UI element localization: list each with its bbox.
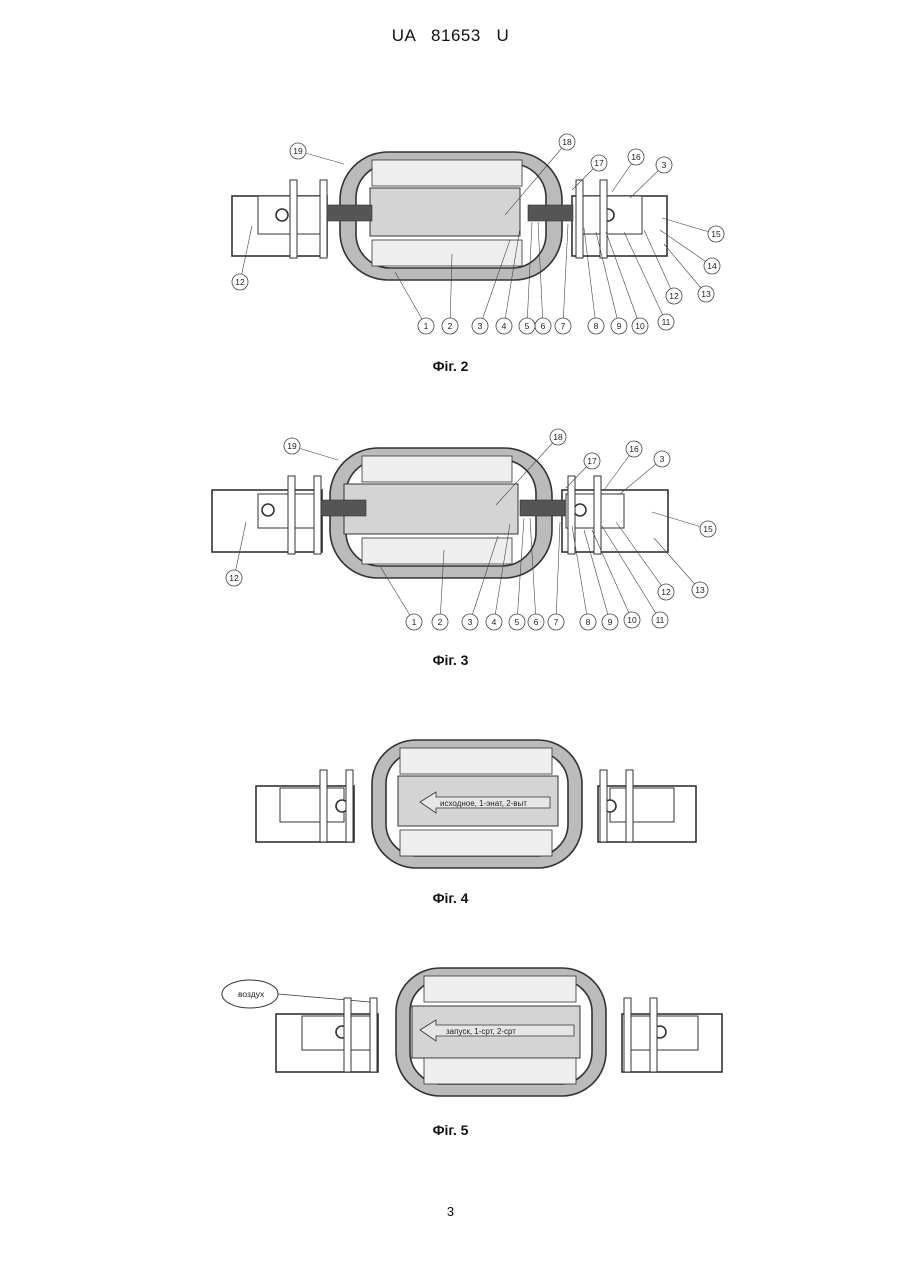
page-number: 3 <box>0 1204 901 1219</box>
figure-5-flow-label: запуск, 1-срт, 2-срт <box>446 1027 516 1036</box>
figure-5-caption: Фіг. 5 <box>0 1122 901 1138</box>
figure-5-air-label: воздух <box>238 989 265 999</box>
